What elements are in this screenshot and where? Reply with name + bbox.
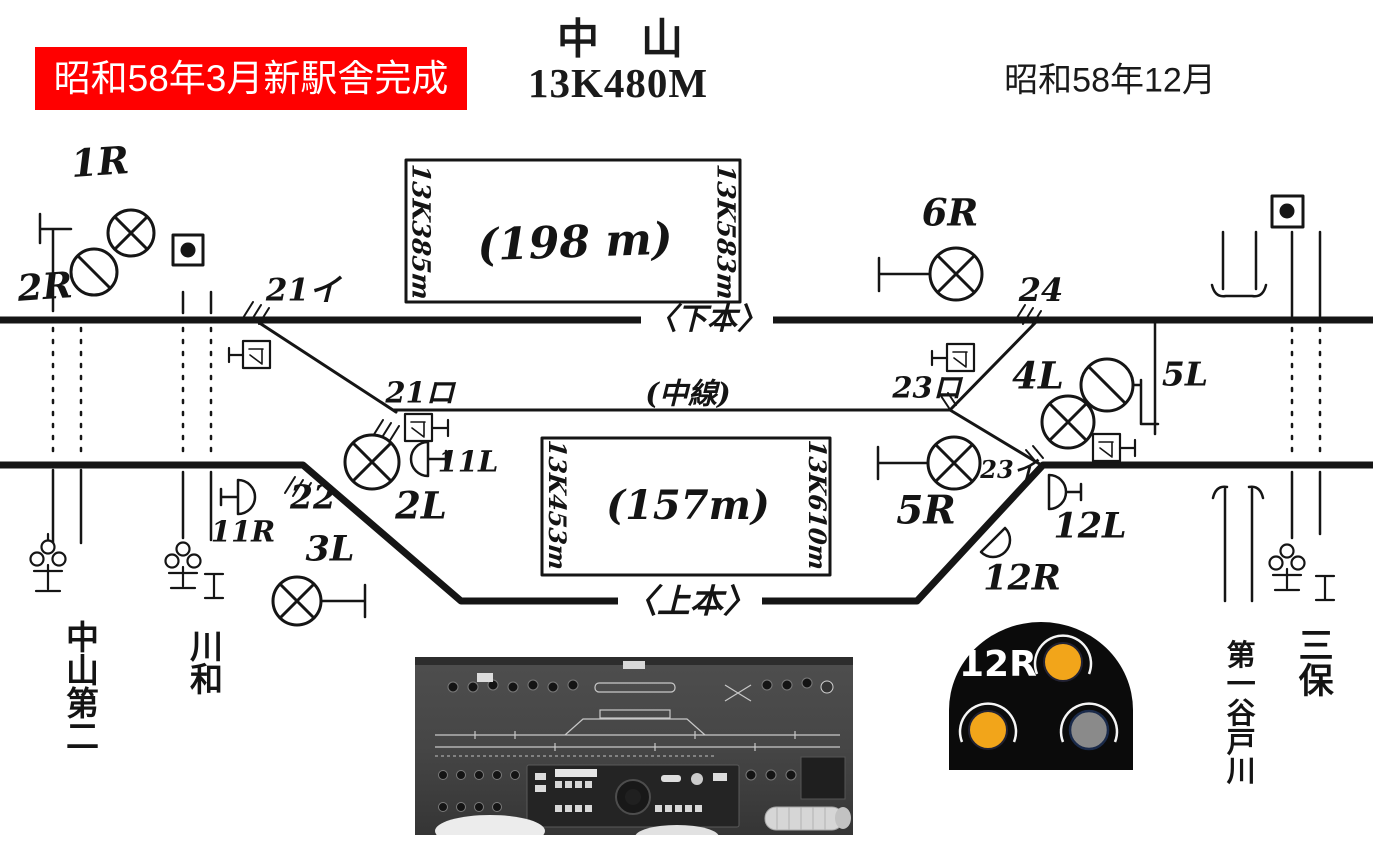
square-dot-marker-right bbox=[1270, 194, 1305, 229]
platform-km-start-2: 13K453m bbox=[543, 438, 572, 572]
platform-length-2: (157m) bbox=[606, 482, 770, 529]
panel-mimic-diagram bbox=[435, 682, 840, 757]
signal-head-label: 12R bbox=[959, 644, 1037, 685]
turnout-label-22: 22 bbox=[290, 477, 336, 517]
turnout-label-23ro: 23ロ bbox=[892, 370, 962, 405]
signal-5r-icon bbox=[876, 435, 982, 491]
turnout-label-21i: 21イ bbox=[265, 272, 341, 309]
panel-top-label bbox=[623, 661, 645, 669]
track-label-middle: (中線) bbox=[645, 376, 731, 411]
signal-label-6r: 6R bbox=[921, 190, 979, 235]
platform-km-end-2: 13K610m bbox=[803, 438, 832, 572]
turnout-label-24: 24 bbox=[1018, 271, 1064, 309]
track-label-up-main: 〈上本〉 bbox=[618, 584, 762, 618]
crossing-name-nakayama2: 中山第二 bbox=[60, 620, 100, 752]
signal-1r-2r-icon bbox=[38, 208, 156, 313]
panel-levers bbox=[438, 673, 834, 812]
signal-4l-5l-icon bbox=[1040, 320, 1160, 450]
signal-label-5l: 5L bbox=[1161, 354, 1209, 394]
crossing-name-kawawa: 川和 bbox=[184, 629, 224, 695]
signal-head-12r-graphic: 12R bbox=[945, 618, 1137, 770]
signal-label-5r: 5R bbox=[896, 487, 956, 534]
signal-label-11r: 11R bbox=[210, 514, 276, 549]
panel-side-box bbox=[800, 756, 846, 800]
crossing-symbol-nakayama2 bbox=[29, 532, 67, 593]
signal-label-2r: 2R bbox=[16, 264, 74, 310]
date-note: 昭和58年12月 bbox=[1004, 61, 1216, 100]
lamp-left-amber bbox=[968, 710, 1008, 750]
platform-length-1: (198 m) bbox=[476, 213, 674, 272]
lamp-top-amber bbox=[1043, 642, 1083, 682]
lamp-right-gray bbox=[1068, 709, 1110, 751]
shunt-signal-11l-icon bbox=[409, 440, 448, 478]
crossing-name-miho: 三保 bbox=[1292, 627, 1334, 697]
shunt-signal-12r-icon bbox=[979, 526, 1012, 559]
turnout-hatches bbox=[242, 301, 1044, 500]
signal-label-12r: 12R bbox=[983, 557, 1061, 599]
platform-km-start-1: 13K385m bbox=[406, 162, 436, 302]
river-bridge-lines bbox=[1210, 230, 1268, 603]
station-name: 中 山 bbox=[556, 17, 684, 64]
signal-label-11l: 11L bbox=[437, 444, 499, 479]
middle-track bbox=[256, 319, 1045, 468]
signal-label-12l: 12L bbox=[1053, 505, 1127, 547]
river-name-yatogawa: 第一谷戸川 bbox=[1222, 639, 1257, 785]
signal-label-2l: 2L bbox=[395, 483, 447, 528]
platform-box-1 bbox=[404, 158, 742, 304]
lamp-hoods bbox=[958, 634, 1119, 743]
signal-label-4l: 4L bbox=[1012, 353, 1064, 398]
signal-label-3l: 3L bbox=[305, 528, 355, 570]
square-dot-marker-left bbox=[171, 233, 205, 267]
platform-km-end-1: 13K583m bbox=[711, 162, 741, 302]
red-caption-banner: 昭和58年3月新駅舎完成 bbox=[35, 47, 467, 110]
turnout-label-21ro: 21ロ bbox=[385, 375, 455, 410]
crossing-symbol-kawawa bbox=[164, 541, 225, 600]
point-machine-boxes bbox=[227, 339, 1137, 463]
control-panel-photo bbox=[415, 657, 853, 835]
track-label-down-main: 〈下本〉 bbox=[641, 305, 773, 335]
turnout-label-23i: 23イ bbox=[980, 455, 1038, 484]
signal-label-1r: 1R bbox=[69, 137, 131, 186]
crossing-road-lines bbox=[51, 230, 1322, 545]
signal-2l-icon bbox=[343, 433, 401, 491]
panel-foreground-objects bbox=[435, 806, 851, 835]
panel-console bbox=[526, 764, 740, 828]
station-milepost: 13K480M bbox=[527, 60, 709, 106]
shunt-signal-11r-icon bbox=[219, 478, 257, 516]
signal-3l-icon bbox=[271, 575, 367, 627]
platform-box-2 bbox=[540, 436, 832, 577]
signal-6r-icon bbox=[877, 246, 984, 302]
shunt-signal-12l-icon bbox=[1047, 473, 1083, 511]
crossing-symbol-miho bbox=[1268, 543, 1336, 602]
